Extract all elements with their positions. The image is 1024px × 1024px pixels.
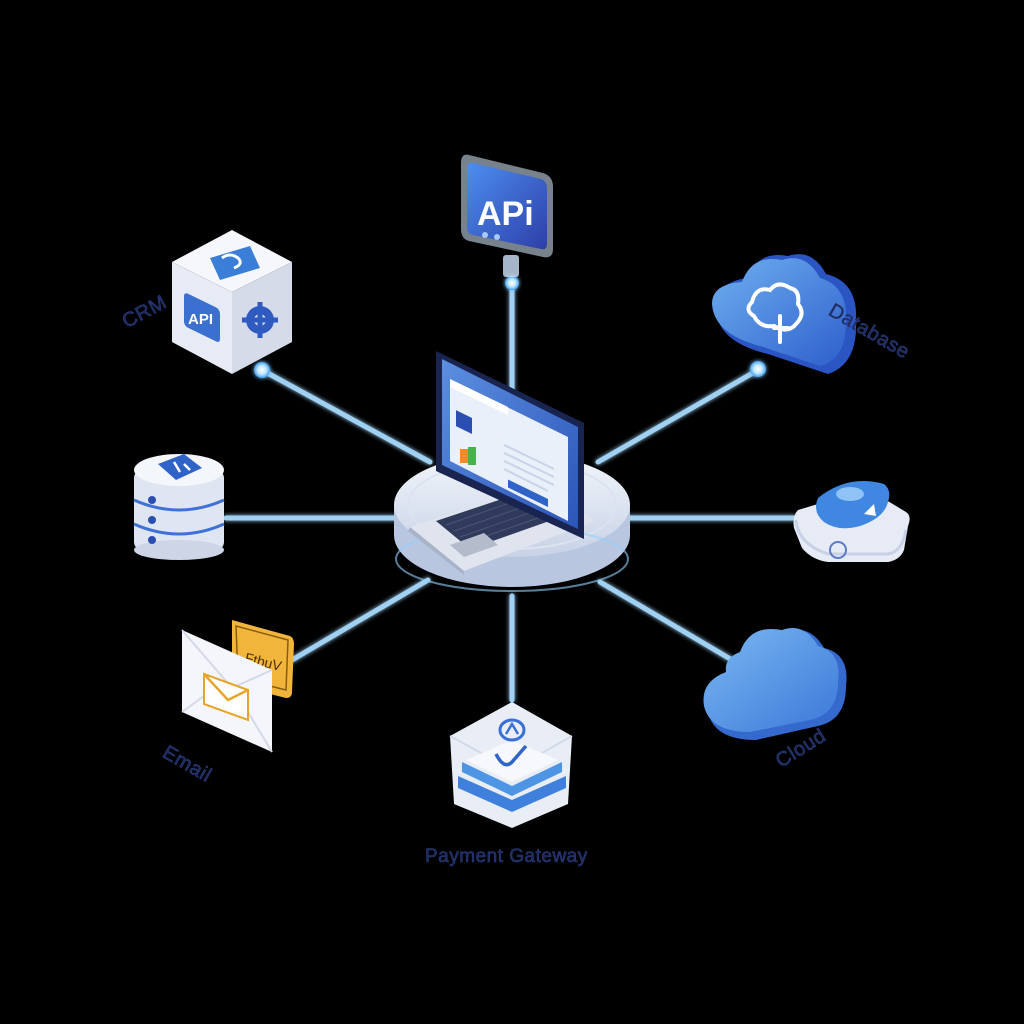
cloud-database-icon <box>712 254 857 374</box>
cloud-icon <box>703 628 847 740</box>
link-crm <box>259 367 433 465</box>
laptop-platform-icon <box>394 351 630 592</box>
hub-laptop-platform[interactable] <box>388 345 636 595</box>
link-email <box>289 577 431 663</box>
database-node[interactable] <box>708 242 863 380</box>
payment-label: Payment Gateway <box>425 846 588 868</box>
link-dot-api <box>505 276 519 290</box>
crm-node[interactable]: API <box>168 228 296 376</box>
link-cloud <box>597 579 735 663</box>
payment-gateway-icon <box>449 702 573 828</box>
database-stack-icon <box>133 454 225 560</box>
payment-node[interactable] <box>448 700 576 830</box>
storage-node[interactable] <box>130 450 228 560</box>
link-dot-database <box>750 361 766 377</box>
crm-cube-icon: API <box>172 230 292 374</box>
link-dot-crm <box>254 362 270 378</box>
email-node[interactable]: FtbuV <box>180 618 300 753</box>
router-device-icon <box>793 481 910 562</box>
router-node[interactable] <box>788 470 913 565</box>
api-node[interactable]: APi <box>455 145 570 285</box>
email-envelope-icon: FtbuV <box>181 620 294 753</box>
svg-text:API: API <box>188 311 213 328</box>
api-sign-icon: APi <box>461 154 553 277</box>
cloud-node[interactable] <box>700 620 850 745</box>
svg-text:APi: APi <box>477 195 534 233</box>
link-database <box>595 367 761 465</box>
